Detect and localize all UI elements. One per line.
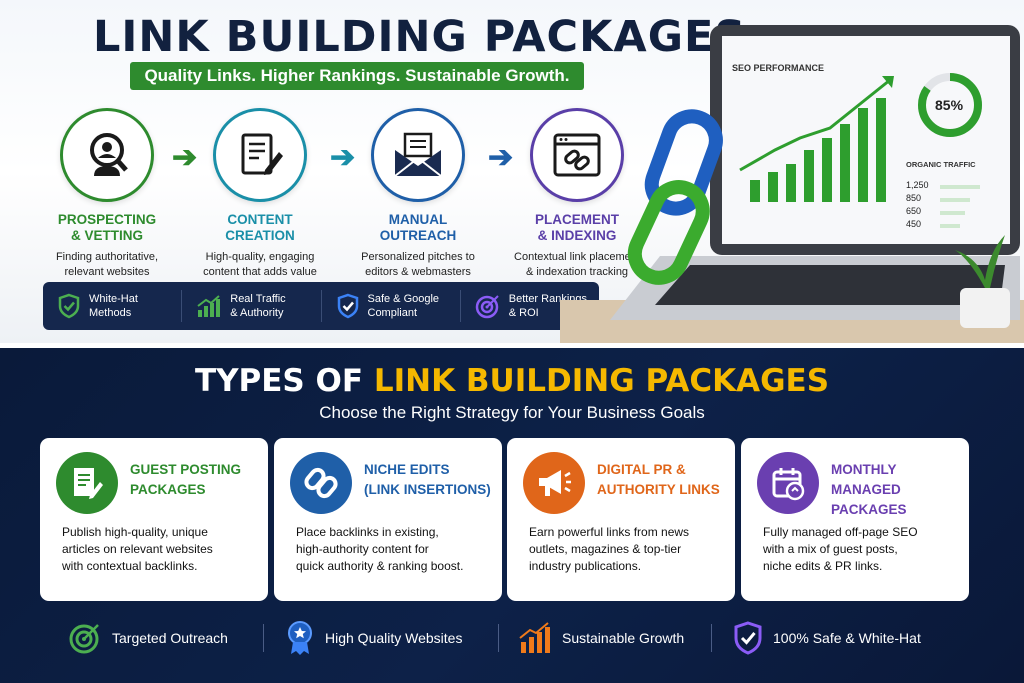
feature-label: 100% Safe & White-Hat	[773, 630, 921, 646]
feature-label: Sustainable Growth	[562, 630, 685, 646]
arrow-right-icon: ➔	[172, 141, 198, 174]
top-banner: LINK BUILDING PACKAGES Quality Links. Hi…	[0, 0, 1024, 343]
main-title: LINK BUILDING PACKAGES	[93, 12, 747, 62]
organic-traffic-label: ORGANIC TRAFFIC	[906, 160, 976, 169]
step-description: Finding authoritative, relevant websites	[55, 251, 159, 278]
tagline-banner: Quality Links. Higher Rankings. Sustaina…	[130, 62, 584, 90]
step-placement: PLACEMENT & INDEXING Contextual link pla…	[487, 108, 667, 280]
step-prospecting: PROSPECTING & VETTING Finding authoritat…	[17, 108, 197, 280]
feature-label: White-Hat Methods	[89, 293, 138, 319]
feature-label: High Quality Websites	[325, 630, 463, 646]
growth-chart-icon	[197, 295, 221, 317]
feature-label: Safe & Google Compliant	[367, 293, 440, 319]
feature-safe-google: Safe & Google Compliant	[322, 290, 461, 322]
laptop-illustration	[610, 25, 1020, 328]
section-subtitle: Choose the Right Strategy for Your Busin…	[319, 403, 705, 422]
megaphone-icon	[523, 452, 585, 514]
arrow-right-icon: ➔	[488, 141, 514, 174]
step-description: High-quality, engaging content that adds…	[203, 251, 317, 278]
package-types-section: TYPES OF LINK BUILDING PACKAGES Choose t…	[0, 348, 1024, 683]
chain-link-icon	[290, 452, 352, 514]
step-title: PROSPECTING & VETTING	[57, 212, 157, 243]
traffic-value: 650	[906, 206, 922, 216]
feature-better-rankings: Better Rankings & ROI	[461, 290, 599, 322]
divider	[263, 624, 264, 652]
traffic-value: 850	[906, 193, 922, 203]
envelope-icon	[371, 108, 465, 202]
feature-real-traffic: Real Traffic & Authority	[182, 290, 322, 322]
card-description: Fully managed off-page SEO with a mix of…	[763, 525, 918, 573]
divider	[498, 624, 499, 652]
card-niche-edits[interactable]: NICHE EDITS (LINK INSERTIONS) Place back…	[274, 438, 502, 601]
prospecting-search-icon	[60, 108, 154, 202]
step-outreach: MANUAL OUTREACH Personalized pitches to …	[328, 108, 508, 280]
target-arrow-icon	[69, 624, 99, 654]
performance-percent: 85%	[935, 97, 964, 113]
card-monthly-managed[interactable]: MONTHLY MANAGED PACKAGES Fully managed o…	[741, 438, 969, 601]
step-description: Personalized pitches to editors & webmas…	[361, 251, 475, 278]
step-title: MANUAL OUTREACH	[379, 212, 457, 243]
target-icon	[475, 295, 499, 319]
feature-label: Targeted Outreach	[112, 630, 228, 646]
feature-strip: White-Hat Methods Real Traffic & Authori…	[43, 282, 599, 330]
card-description: Publish high-quality, unique articles on…	[62, 525, 213, 573]
section-title-part: TYPES OF	[194, 363, 374, 399]
card-title: NICHE EDITS (LINK INSERTIONS)	[364, 462, 491, 497]
feature-safe-white-hat: 100% Safe & White-Hat	[733, 620, 921, 656]
feature-targeted-outreach: Targeted Outreach	[68, 620, 228, 656]
guest-post-document-icon	[56, 452, 118, 514]
step-title: CONTENT CREATION	[225, 212, 295, 243]
traffic-value: 450	[906, 219, 922, 229]
shield-check-purple-icon	[734, 621, 762, 655]
feature-sustainable-growth: Sustainable Growth	[518, 620, 684, 656]
step-description: Contextual link placement & indexation t…	[514, 251, 640, 278]
arrow-right-icon: ➔	[330, 141, 356, 174]
card-title: DIGITAL PR & AUTHORITY LINKS	[597, 462, 720, 497]
card-description: Place backlinks in existing, high-author…	[296, 525, 464, 573]
divider	[711, 624, 712, 652]
traffic-value: 1,250	[906, 180, 929, 190]
feature-high-quality: High Quality Websites	[285, 620, 462, 656]
feature-white-hat: White-Hat Methods	[43, 290, 183, 322]
shield-check-blue-icon	[337, 293, 358, 319]
step-title: PLACEMENT & INDEXING	[535, 212, 619, 243]
card-guest-posting[interactable]: GUEST POSTING PACKAGES Publish high-qual…	[40, 438, 268, 601]
step-content: CONTENT CREATION High-quality, engaging …	[170, 108, 350, 280]
section-title-accent: LINK BUILDING PACKAGES	[373, 363, 830, 399]
bar-growth-icon	[519, 622, 550, 653]
document-pen-icon	[213, 108, 307, 202]
browser-link-icon	[530, 108, 624, 202]
card-digital-pr[interactable]: DIGITAL PR & AUTHORITY LINKS Earn powerf…	[507, 438, 735, 601]
shield-check-icon	[58, 293, 80, 319]
section-title: TYPES OF LINK BUILDING PACKAGES	[0, 363, 1024, 399]
card-title: GUEST POSTING PACKAGES	[130, 462, 242, 497]
card-title: MONTHLY MANAGED PACKAGES	[831, 462, 907, 517]
calendar-refresh-icon	[757, 452, 819, 514]
feature-label: Real Traffic & Authority	[230, 293, 286, 319]
feature-label: Better Rankings & ROI	[508, 293, 588, 319]
seo-performance-label: SEO PERFORMANCE	[732, 63, 825, 73]
card-description: Earn powerful links from news outlets, m…	[529, 525, 690, 573]
award-badge-icon	[288, 621, 312, 655]
